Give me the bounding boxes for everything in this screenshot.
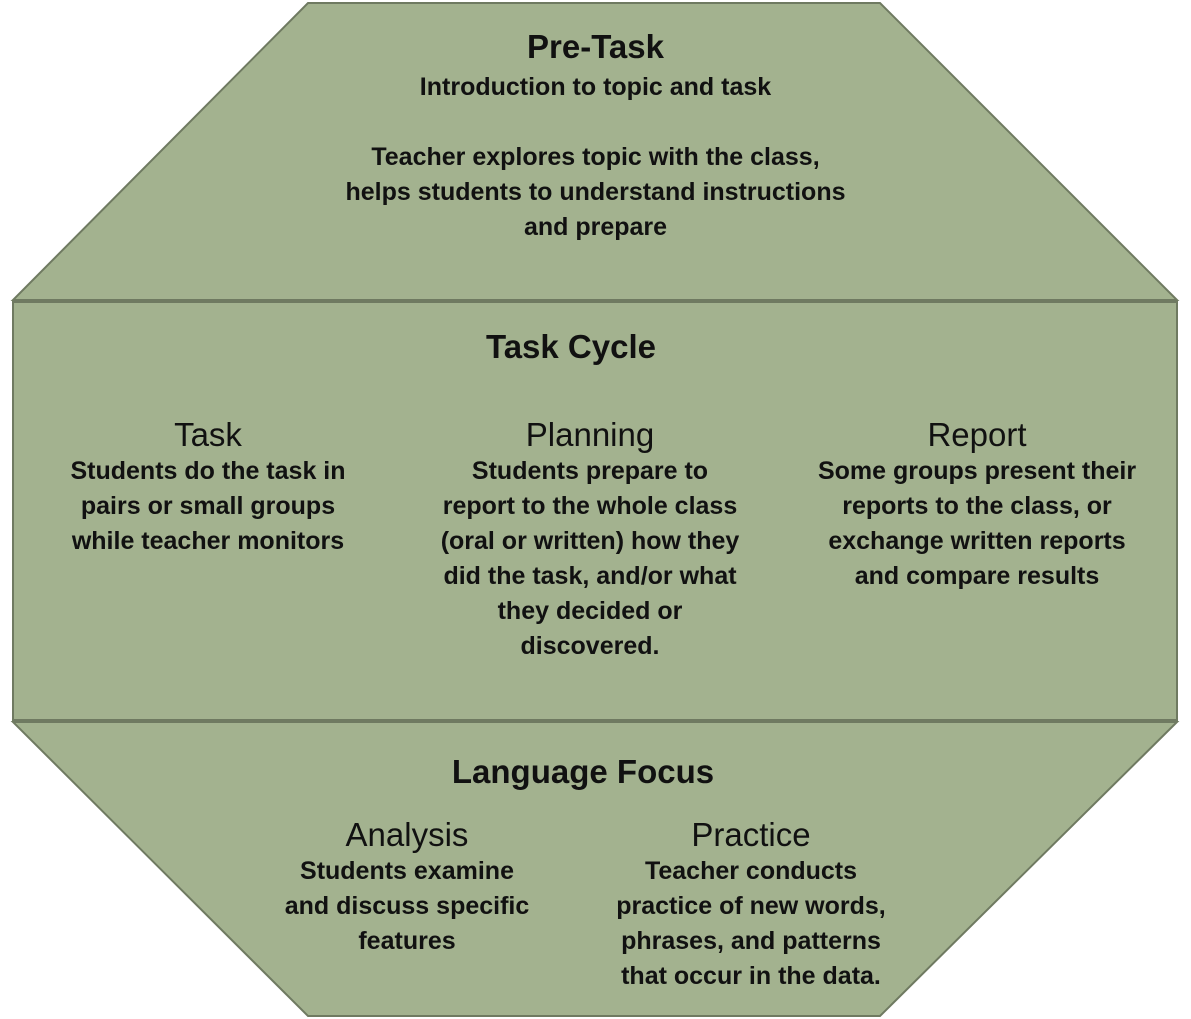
task-cycle-title: Task Cycle <box>486 328 656 365</box>
analysis-heading: Analysis <box>345 816 469 853</box>
analysis-line: and discuss specific <box>284 892 530 920</box>
practice-line: phrases, and patterns <box>621 927 881 955</box>
report-line: exchange written reports <box>828 527 1126 555</box>
planning-line: Students prepare to <box>471 457 709 485</box>
analysis-line: features <box>358 927 456 955</box>
planning-heading: Planning <box>525 416 655 453</box>
task-cycle-section <box>12 301 1178 721</box>
planning-column: Planning Students prepare to report to t… <box>400 416 780 664</box>
task-line: pairs or small groups <box>80 492 336 520</box>
pre-task-line: helps students to understand instruction… <box>345 178 846 206</box>
planning-line: discovered. <box>520 632 660 660</box>
pre-task-description: Teacher explores topic with the class, h… <box>0 140 1191 245</box>
task-line: Students do the task in <box>70 457 346 485</box>
practice-line: practice of new words, <box>616 892 886 920</box>
practice-line: Teacher conducts <box>644 857 858 885</box>
pre-task-subtitle: Introduction to topic and task <box>419 73 772 101</box>
planning-line: they decided or <box>497 597 683 625</box>
planning-line: report to the whole class <box>442 492 738 520</box>
report-line: and compare results <box>854 562 1100 590</box>
report-column: Report Some groups present their reports… <box>787 416 1167 594</box>
practice-heading: Practice <box>691 816 811 853</box>
pre-task-section <box>10 1 1180 301</box>
planning-line: did the task, and/or what <box>443 562 737 590</box>
language-focus-section <box>10 721 1180 1017</box>
pre-task-line: and prepare <box>523 213 668 241</box>
task-column: Task Students do the task in pairs or sm… <box>28 416 388 559</box>
pre-task-title: Pre-Task <box>527 28 664 65</box>
language-focus-title: Language Focus <box>451 753 715 790</box>
analysis-line: Students examine <box>300 857 514 885</box>
practice-column: Practice Teacher conducts practice of ne… <box>590 816 912 994</box>
pre-task-line: Teacher explores topic with the class, <box>371 143 820 171</box>
analysis-column: Analysis Students examine and discuss sp… <box>257 816 557 959</box>
task-line: while teacher monitors <box>71 527 345 555</box>
planning-line: (oral or written) how they <box>440 527 740 555</box>
practice-line: that occur in the data. <box>621 962 881 990</box>
report-line: reports to the class, or <box>842 492 1112 520</box>
task-heading: Task <box>174 416 242 453</box>
report-heading: Report <box>927 416 1027 453</box>
report-line: Some groups present their <box>817 457 1137 485</box>
